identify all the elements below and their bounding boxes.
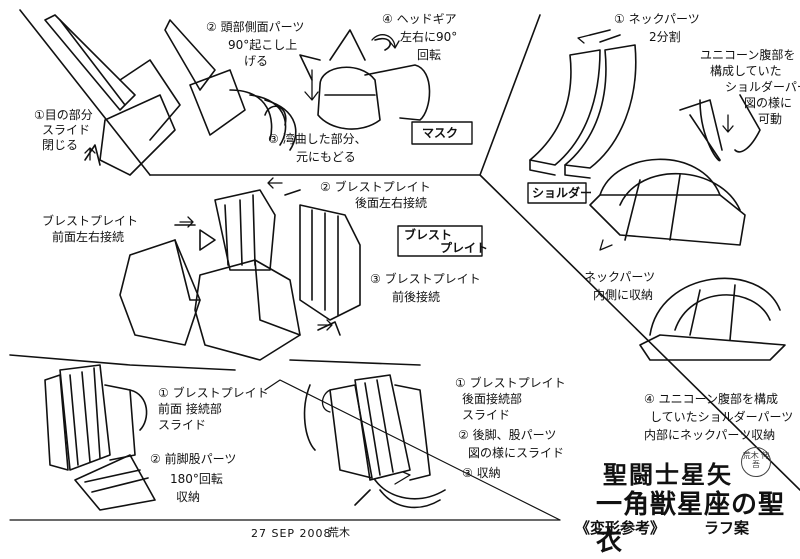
neck-inside-sketch (639, 277, 786, 361)
breastplate-sketch (119, 189, 361, 361)
neck-inside-label-1: ネックパーツ (584, 270, 656, 284)
shoulder-sketch (589, 94, 761, 246)
unicorn-lower-label-1: ④ ユニコーン腹部を構成 (644, 392, 778, 406)
leg-rotate-label-3: 収納 (176, 490, 201, 504)
helmet-sketch-left (44, 14, 297, 176)
neck-parts-label-2: 2分割 (649, 30, 681, 44)
bl-right-label-1: ① ブレストプレイト (455, 376, 566, 390)
headgear-label-3: 回転 (417, 48, 442, 62)
arrows (84, 34, 734, 485)
bl-left-label-1: ① ブレストプレイト (158, 386, 269, 400)
bp-box-label-1: ブレスト (404, 228, 453, 242)
unicorn-upper-label-5: 可動 (758, 112, 783, 126)
leg-rotate-label-1: ② 前脚股パーツ (150, 452, 237, 466)
artist-stamp: 荒木 伸吾 (741, 447, 771, 477)
bp-frontback-label-2: 前後接続 (392, 290, 441, 304)
bl-right-label-6: ③ 収納 (462, 466, 501, 480)
bent-label-2: 元にもどる (296, 150, 356, 164)
panel-divider-right (479, 174, 800, 491)
unicorn-upper-label-1: ユニコーン腹部を (700, 48, 796, 62)
date-label: 27 SEP 2008 (251, 527, 332, 540)
head-side-label-3: げる (244, 54, 269, 68)
mask-box-label: マスク (422, 126, 459, 140)
bp-box-label-2: プレイト (440, 241, 489, 255)
panel-divider-bottom2 (289, 359, 421, 366)
bp-frontback-label-1: ③ ブレストプレイト (370, 272, 481, 286)
bottom-left-sketch (44, 364, 156, 511)
headgear-label-1: ④ ヘッドギア (382, 12, 457, 26)
shoulder-box-label: ショルダー (532, 186, 593, 200)
unicorn-upper-label-4: 図の様に (744, 96, 793, 110)
eye-label-1: ①目の部分 (34, 108, 93, 122)
bottom-right-sketch (303, 374, 446, 509)
unicorn-upper-label-3: ショルダーパーツ (725, 80, 800, 94)
mask-box-frame (411, 121, 473, 145)
unicorn-lower-label-2: していたショルダーパーツ (650, 410, 794, 424)
neck-inside-label-2: 内側に収納 (593, 288, 654, 302)
bl-left-label-2: 前面 接続部 (158, 402, 222, 416)
unicorn-lower-label-3: 内部にネックパーツ収納 (644, 428, 776, 442)
bent-label-1: ③ 湾曲した部分、 (268, 132, 367, 146)
neck-parts-label-1: ① ネックパーツ (614, 12, 700, 26)
bp-rear-label-1: ② ブレストプレイト (320, 180, 431, 194)
panel-divider-top (19, 9, 151, 176)
shoulder-box-frame (527, 182, 587, 204)
signature: 荒木 (328, 526, 350, 539)
bl-right-label-2: 後面接続部 (462, 392, 523, 406)
title-name: 一角獣星座の聖衣 (596, 490, 786, 557)
panel-divider-bottom (9, 354, 236, 371)
neck-parts-sketch (529, 29, 637, 179)
bp-front-label-2: 前面左右接続 (52, 230, 125, 244)
head-side-label-1: ② 頭部側面パーツ (206, 20, 305, 34)
unicorn-upper-label-2: 構成していた (710, 64, 782, 78)
bl-right-label-5: 図の様にスライド (468, 446, 565, 460)
headgear-sketch (264, 29, 431, 130)
title-subtitle: 《変形参考》 (575, 519, 666, 537)
eye-label-2: スライド (42, 123, 91, 137)
bl-left-label-3: スライド (158, 418, 207, 432)
breastplate-box-frame (397, 225, 483, 257)
leg-rotate-label-2: 180°回転 (170, 472, 223, 486)
bl-right-label-4: ② 後脚、股パーツ (458, 428, 557, 442)
title-sign: ラフ案 (704, 519, 750, 537)
bp-front-label-1: ブレストプレイト (42, 214, 139, 228)
head-side-label-2: 90°起こし上 (228, 38, 298, 52)
bl-right-label-3: スライド (462, 408, 511, 422)
title-series: 聖闘士星矢 (603, 460, 733, 489)
bp-rear-label-2: 後面左右接続 (355, 196, 428, 210)
eye-label-3: 閉じる (42, 138, 79, 152)
headgear-label-2: 左右に90° (400, 30, 458, 44)
